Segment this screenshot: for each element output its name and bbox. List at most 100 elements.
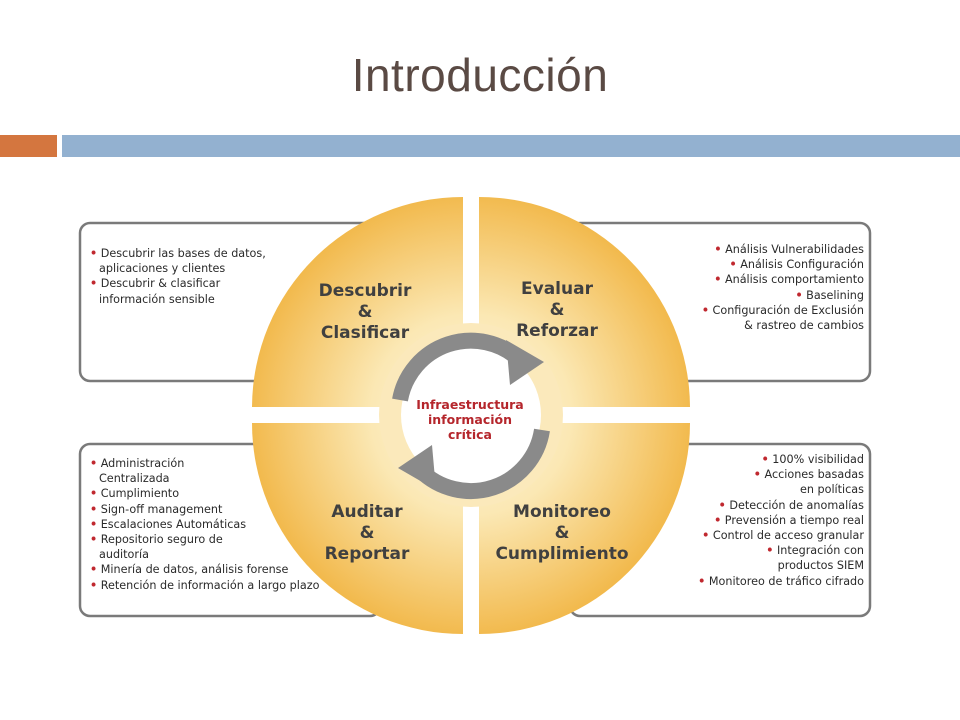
center-label-line: Infraestructura xyxy=(416,397,524,412)
arrow-head-bottom xyxy=(398,445,436,490)
quadrant-title-descubrir: Descubrir & Clasificar xyxy=(300,281,430,344)
bullet-dot-icon: • xyxy=(714,243,722,256)
bullet-text: Escalaciones Automáticas xyxy=(97,517,247,531)
quadrant-title-auditar: Auditar & Reportar xyxy=(302,502,432,565)
bullet-item: • Retención de información a largo plazo xyxy=(90,578,340,593)
bullet-dot-icon: • xyxy=(718,498,726,512)
bullet-item-line: • Descubrir las bases de datos, xyxy=(90,246,280,261)
bullet-dot-icon: • xyxy=(729,258,737,272)
bullet-item-line: • Configuración de Exclusión xyxy=(662,303,864,318)
bullet-dot-icon: • xyxy=(90,502,98,516)
bullet-text: Sign-off management xyxy=(97,502,223,516)
bullet-text: 100% visibilidad xyxy=(768,453,864,466)
box-list-top-left: • Descubrir las bases de datos,aplicacio… xyxy=(90,246,280,307)
bullet-list: • Análisis Vulnerabilidades• Análisis Co… xyxy=(662,242,864,333)
bullet-text: productos SIEM xyxy=(777,559,864,573)
bullet-list: • Descubrir las bases de datos,aplicacio… xyxy=(90,246,280,307)
bullet-dot-icon: • xyxy=(714,513,722,527)
bullet-item: • 100% visibilidad xyxy=(676,452,864,467)
quadrant-title-line: Evaluar xyxy=(521,279,593,299)
bullet-item: • Monitoreo de tráfico cifrado xyxy=(676,574,864,589)
quadrant-title-line: Cumplimiento xyxy=(495,544,629,564)
bullet-item-line: • Monitoreo de tráfico cifrado xyxy=(676,574,864,589)
bullet-text: Retención de información a largo plazo xyxy=(97,578,320,592)
bullet-item-line: • Análisis comportamiento xyxy=(662,272,864,287)
bullet-dot-icon: • xyxy=(698,574,706,588)
quadrant-title-line: Monitoreo xyxy=(513,502,611,522)
center-label-line: crítica xyxy=(448,427,492,442)
bullet-item-line: • Cumplimiento xyxy=(90,486,340,501)
quadrant-title-line: Reportar xyxy=(324,544,410,564)
quadrant-title-monitoreo: Monitoreo & Cumplimiento xyxy=(482,502,642,565)
bullet-item: • Sign-off management xyxy=(90,502,340,517)
bullet-item: • Detección de anomalías xyxy=(676,498,864,513)
bullet-text: Integración con xyxy=(773,544,864,558)
bullet-item: • Cumplimiento xyxy=(90,486,340,501)
bullet-text: Análisis Configuración xyxy=(736,258,864,272)
bullet-dot-icon: • xyxy=(90,487,98,501)
quadrant-title-line: & xyxy=(549,300,565,320)
quadrant-title-line: & xyxy=(554,523,570,543)
bullet-text: Administración xyxy=(97,457,185,470)
bullet-item-line: • 100% visibilidad xyxy=(676,452,864,467)
bullet-item: • Minería de datos, análisis forense xyxy=(90,562,340,577)
bullet-text: Control de acceso granular xyxy=(709,529,864,543)
bullet-text: Centralizada xyxy=(99,472,170,486)
bullet-dot-icon: • xyxy=(90,247,98,260)
bullet-dot-icon: • xyxy=(90,563,98,577)
quadrant-title-line: Descubrir xyxy=(318,281,412,301)
bullet-text: auditoría xyxy=(99,548,149,562)
bullet-dot-icon: • xyxy=(795,288,803,302)
cycle-arrows-icon xyxy=(392,332,550,500)
arrow-head-top xyxy=(506,340,544,385)
bullet-text: aplicaciones y clientes xyxy=(99,262,226,276)
bullet-item-line: productos SIEM xyxy=(676,558,864,573)
bullet-dot-icon: • xyxy=(761,453,769,466)
bullet-dot-icon: • xyxy=(90,578,98,592)
bullet-text: Baselining xyxy=(802,288,864,302)
bullet-item: • Baselining xyxy=(662,288,864,303)
bullet-item-line: • Retención de información a largo plazo xyxy=(90,578,340,593)
bullet-text: Repositorio seguro de xyxy=(97,533,223,547)
bullet-text: Monitoreo de tráfico cifrado xyxy=(705,574,864,588)
bullet-item: • Análisis comportamiento xyxy=(662,272,864,287)
bullet-item: • Análisis Vulnerabilidades xyxy=(662,242,864,257)
bullet-item-line: • Análisis Vulnerabilidades xyxy=(662,242,864,257)
bullet-dot-icon: • xyxy=(753,468,761,482)
bullet-dot-icon: • xyxy=(701,303,709,317)
bullet-item-line: • Baselining xyxy=(662,288,864,303)
accent-bar-orange xyxy=(0,135,57,157)
bullet-item-line: aplicaciones y clientes xyxy=(90,261,280,276)
bullet-item-line: • Integración con xyxy=(676,543,864,558)
bullet-text: Acciones basadas xyxy=(760,468,864,482)
bullet-item: • Prevensión a tiempo real xyxy=(676,513,864,528)
bullet-item: • Escalaciones Automáticas xyxy=(90,517,340,532)
bullet-item: • Análisis Configuración xyxy=(662,257,865,272)
bullet-item: • Configuración de Exclusión& rastreo de… xyxy=(662,303,864,333)
bullet-dot-icon: • xyxy=(90,457,98,470)
bullet-item: • Descubrir las bases de datos,aplicacio… xyxy=(90,246,280,276)
quadrant-title-evaluar: Evaluar & Reforzar xyxy=(492,279,622,342)
bullet-text: en políticas xyxy=(799,483,864,497)
bullet-item-line: & rastreo de cambios xyxy=(662,318,864,333)
quadrant-title-line: Auditar xyxy=(331,502,403,522)
bullet-item-line: • Escalaciones Automáticas xyxy=(90,517,340,532)
bullet-dot-icon: • xyxy=(90,277,98,291)
bullet-item-line: • Administración xyxy=(90,456,340,471)
bullet-text: Cumplimiento xyxy=(97,487,180,501)
bullet-text: Análisis Vulnerabilidades xyxy=(721,243,864,256)
bullet-item-line: • Descubrir & clasificar xyxy=(90,276,280,291)
bullet-dot-icon: • xyxy=(702,529,710,543)
slide-title: Introducción xyxy=(351,49,609,101)
bullet-text: Detección de anomalías xyxy=(725,498,864,512)
bullet-item-line: • Minería de datos, análisis forense xyxy=(90,562,340,577)
bullet-text: Análisis comportamiento xyxy=(721,273,864,287)
bullet-text: Descubrir & clasificar xyxy=(97,277,221,291)
